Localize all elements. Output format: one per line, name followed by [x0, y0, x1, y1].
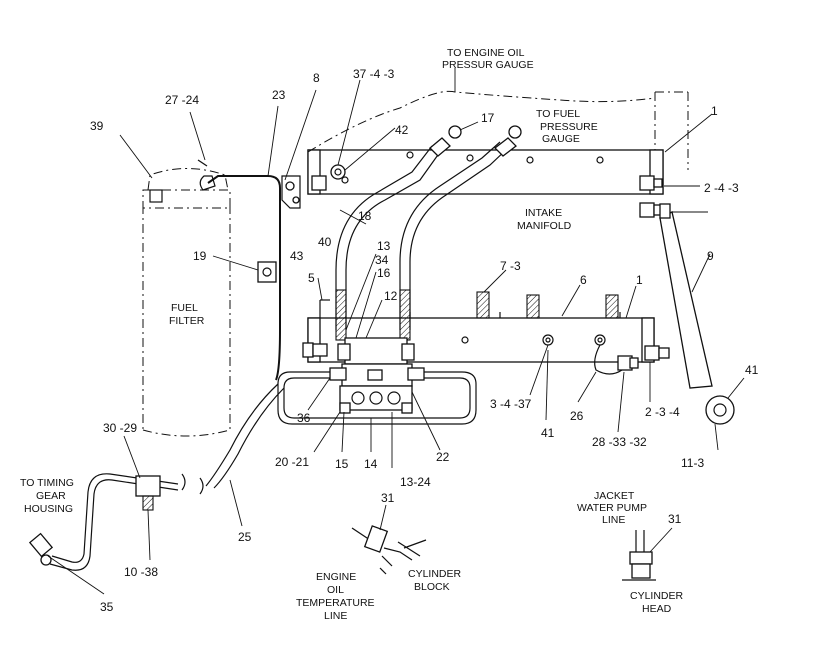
caption-jacket-2: WATER PUMP — [577, 502, 647, 514]
label-3-4-37: 3 -4 -37 — [490, 397, 532, 411]
manifold-studs — [476, 291, 619, 319]
label-20-21: 20 -21 — [275, 455, 309, 469]
caption-fuel-filter-1: FUEL — [171, 302, 198, 314]
label-2-3-4: 2 -3 -4 — [645, 405, 680, 419]
bolt-upper-right — [639, 175, 663, 191]
label-42: 42 — [395, 123, 409, 137]
jacket-water-fitting — [622, 530, 656, 581]
label-31-oil: 31 — [381, 491, 395, 505]
part-labels: 39 27 -24 23 8 37 -4 -3 42 17 1 2 -4 -3 … — [90, 67, 759, 614]
caption-cyl-head-2: HEAD — [642, 603, 672, 615]
timing-gear-line — [49, 473, 186, 571]
caption-jacket-3: LINE — [602, 514, 625, 526]
label-37-4-3: 37 -4 -3 — [353, 67, 395, 81]
caption-intake-1: INTAKE — [525, 207, 562, 219]
oil-pressure-sender — [330, 164, 346, 180]
leader-lines — [47, 68, 745, 595]
label-18: 18 — [358, 209, 372, 223]
caption-cyl-head-1: CYLINDER — [630, 590, 684, 602]
label-10-38: 10 -38 — [124, 565, 158, 579]
label-41-right: 41 — [745, 363, 759, 377]
captions: TO ENGINE OIL PRESSUR GAUGE TO FUEL PRES… — [20, 47, 684, 622]
label-1-top: 1 — [711, 104, 718, 118]
caption-oil-gauge-2: PRESSUR GAUGE — [442, 59, 534, 71]
fuel-filter — [142, 168, 231, 437]
label-16: 16 — [377, 266, 391, 280]
line-clip — [257, 261, 277, 283]
label-40: 40 — [318, 235, 332, 249]
bolt-upper-right-2 — [639, 202, 665, 218]
bolt-upper-left — [311, 175, 327, 191]
caption-cyl-block-1: CYLINDER — [408, 568, 462, 580]
label-30-29: 30 -29 — [103, 421, 137, 435]
label-6: 6 — [580, 273, 587, 287]
caption-timing-2: GEAR — [36, 490, 66, 502]
loop-line — [277, 371, 477, 425]
label-34: 34 — [375, 253, 389, 267]
distribution-block — [329, 337, 425, 414]
label-35: 35 — [100, 600, 114, 614]
hose-18 — [335, 125, 462, 341]
label-26: 26 — [570, 409, 584, 423]
caption-oil-temp-3: TEMPERATURE — [296, 597, 375, 609]
label-41-lower: 41 — [541, 426, 555, 440]
label-43: 43 — [290, 249, 304, 263]
label-8: 8 — [313, 71, 320, 85]
label-9: 9 — [707, 249, 714, 263]
oil-temp-fitting — [351, 525, 427, 575]
label-13: 13 — [377, 239, 391, 253]
label-13-24: 13-24 — [400, 475, 431, 489]
caption-jacket-1: JACKET — [594, 490, 635, 502]
label-14: 14 — [364, 457, 378, 471]
filter-bracket — [281, 175, 301, 209]
label-27-24: 27 -24 — [165, 93, 199, 107]
caption-fuel-gauge-3: GAUGE — [542, 133, 580, 145]
label-15: 15 — [335, 457, 349, 471]
fuel-line-23 — [197, 159, 281, 381]
label-1-lower: 1 — [636, 273, 643, 287]
label-22: 22 — [436, 450, 450, 464]
hose-17 — [399, 125, 522, 341]
caption-oil-temp-4: LINE — [324, 610, 347, 622]
label-36: 36 — [297, 411, 311, 425]
caption-oil-gauge-1: TO ENGINE OIL — [447, 47, 525, 59]
oil-line-25 — [199, 383, 285, 495]
label-12: 12 — [384, 289, 398, 303]
caption-oil-temp-2: OIL — [327, 584, 344, 596]
caption-fuel-gauge-2: PRESSURE — [540, 121, 598, 133]
caption-oil-temp-1: ENGINE — [316, 571, 356, 583]
caption-intake-2: MANIFOLD — [517, 220, 572, 232]
bolt-lower-right — [644, 345, 670, 361]
label-17: 17 — [481, 111, 495, 125]
elbow-fitting-35 — [28, 532, 54, 566]
caption-cyl-block-2: BLOCK — [414, 581, 450, 593]
caption-fuel-filter-2: FILTER — [169, 315, 205, 327]
bolt-lower-left — [302, 342, 328, 358]
label-25: 25 — [238, 530, 252, 544]
caption-timing-3: HOUSING — [24, 503, 73, 515]
label-23: 23 — [272, 88, 286, 102]
label-11-3: 11-3 — [681, 456, 704, 470]
label-39: 39 — [90, 119, 104, 133]
caption-fuel-gauge-1: TO FUEL — [536, 108, 580, 120]
caption-timing-1: TO TIMING — [20, 477, 74, 489]
intake-manifold-upper — [307, 90, 689, 195]
timing-fitting-10 — [135, 475, 161, 511]
label-28-33-32: 28 -33 -32 — [592, 435, 647, 449]
label-7-3: 7 -3 — [500, 259, 521, 273]
temperature-sender — [594, 344, 639, 375]
label-2-4-3: 2 -4 -3 — [704, 181, 739, 195]
label-31-jacket: 31 — [668, 512, 682, 526]
label-5: 5 — [308, 271, 315, 285]
support-rod — [659, 203, 735, 425]
label-19: 19 — [193, 249, 207, 263]
